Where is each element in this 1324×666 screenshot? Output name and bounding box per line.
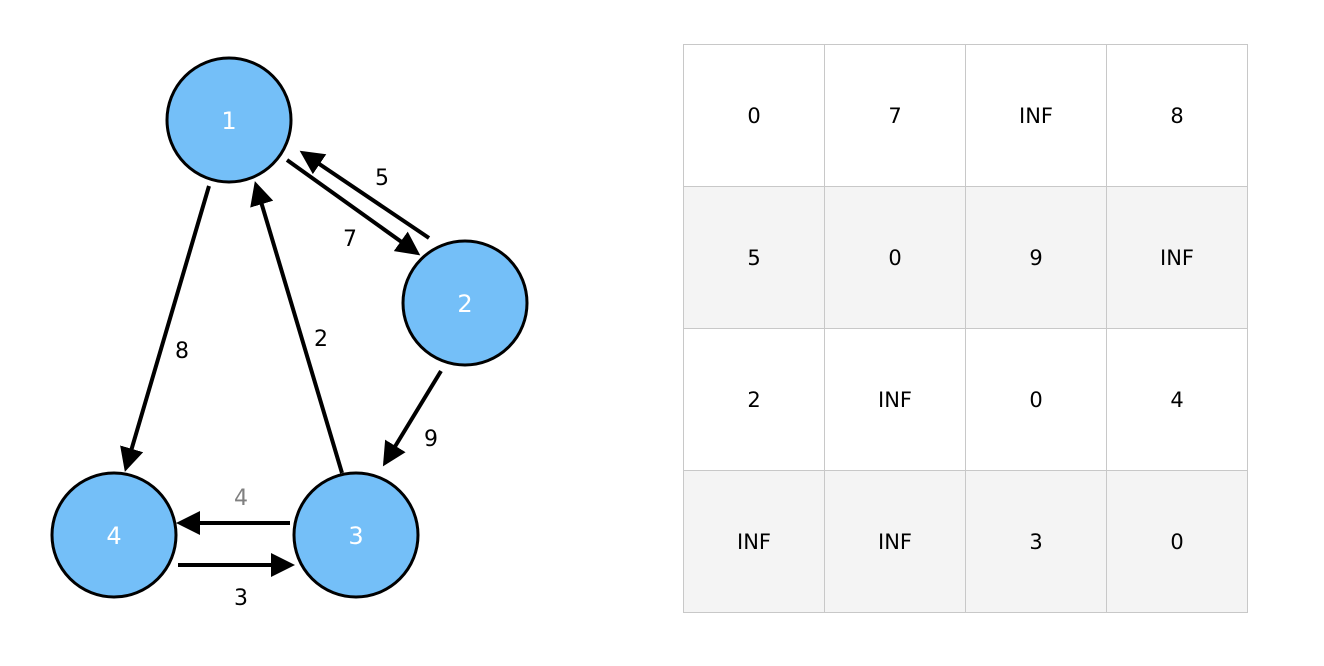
matrix-cell: 0 bbox=[965, 328, 1107, 471]
matrix-cell: 0 bbox=[1106, 470, 1248, 613]
edge-2-to-3: 9 bbox=[382, 369, 443, 467]
node-label: 1 bbox=[221, 107, 236, 135]
matrix-cell: INF bbox=[824, 470, 966, 613]
matrix-cell: 7 bbox=[824, 44, 966, 187]
edge-2-to-1: 5 bbox=[299, 150, 431, 240]
edge-weight-label: 5 bbox=[375, 166, 389, 191]
matrix-cell: 0 bbox=[824, 186, 966, 329]
node-label: 3 bbox=[348, 522, 363, 550]
matrix-cell: INF bbox=[965, 44, 1107, 187]
matrix-cell: 0 bbox=[683, 44, 825, 187]
edge-weight-label: 2 bbox=[314, 327, 328, 352]
matrix-row: 5 0 9 INF bbox=[683, 186, 1248, 329]
matrix-cell: 4 bbox=[1106, 328, 1248, 471]
edge-weight-label: 7 bbox=[343, 227, 357, 252]
node-1: 1 bbox=[165, 56, 293, 184]
matrix-cell: 3 bbox=[965, 470, 1107, 613]
matrix-cell: INF bbox=[824, 328, 966, 471]
matrix-cell: 9 bbox=[965, 186, 1107, 329]
matrix-cell: 5 bbox=[683, 186, 825, 329]
node-2: 2 bbox=[401, 239, 529, 367]
edge-weight-label: 3 bbox=[234, 586, 248, 611]
adjacency-matrix: 0 7 INF 8 5 0 9 INF 2 INF 0 4 INF INF 3 … bbox=[683, 44, 1248, 613]
node-label: 4 bbox=[106, 522, 121, 550]
node-3: 3 bbox=[292, 471, 420, 599]
graph-diagram: 7 5 8 2 9 4 3 1 2 3 4 bbox=[50, 56, 529, 611]
matrix-cell: INF bbox=[683, 470, 825, 613]
matrix-row: INF INF 3 0 bbox=[683, 470, 1248, 613]
matrix-row: 0 7 INF 8 bbox=[683, 44, 1248, 187]
node-label: 2 bbox=[457, 290, 472, 318]
edge-weight-label: 4 bbox=[234, 486, 248, 511]
matrix-cell: 8 bbox=[1106, 44, 1248, 187]
edge-3-to-1: 2 bbox=[250, 181, 344, 474]
edge-3-to-4: 4 bbox=[176, 486, 290, 535]
node-4: 4 bbox=[50, 471, 178, 599]
edge-1-to-2: 7 bbox=[285, 158, 421, 256]
matrix-cell: 2 bbox=[683, 328, 825, 471]
edge-1-to-4: 8 bbox=[120, 185, 211, 472]
edge-weight-label: 8 bbox=[175, 339, 189, 364]
edge-4-to-3: 3 bbox=[178, 553, 295, 611]
matrix-row: 2 INF 0 4 bbox=[683, 328, 1248, 471]
matrix-cell: INF bbox=[1106, 186, 1248, 329]
edge-weight-label: 9 bbox=[424, 427, 438, 452]
